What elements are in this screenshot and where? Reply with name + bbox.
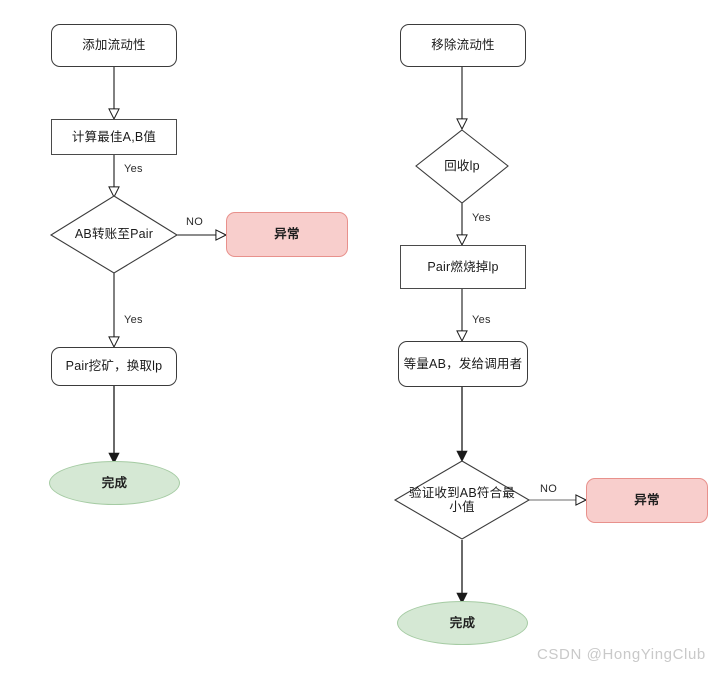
node-label: 完成 <box>449 615 476 630</box>
node-label: 验证收到AB符合最小值 <box>409 485 515 514</box>
edge-label-recycle-yes: Yes <box>472 212 491 224</box>
node-label: Pair燃烧掉lp <box>427 259 499 274</box>
node-label: AB转账至Pair <box>74 227 154 242</box>
node-ab-transfer-pair[interactable]: AB转账至Pair <box>51 196 177 273</box>
node-label: 移除流动性 <box>431 38 495 53</box>
edge-label-transfer-yes: Yes <box>124 314 143 326</box>
node-right-finish[interactable]: 完成 <box>397 601 528 645</box>
node-recycle-lp[interactable]: 回收lp <box>416 130 508 203</box>
edge-label-calc-yes: Yes <box>124 163 143 175</box>
node-label: 回收lp <box>444 159 480 174</box>
node-label: 添加流动性 <box>82 38 146 53</box>
node-equal-ab-send[interactable]: 等量AB，发给调用者 <box>398 341 528 387</box>
node-pair-mine-lp[interactable]: Pair挖矿，换取lp <box>51 347 177 386</box>
node-pair-burn-lp[interactable]: Pair燃烧掉lp <box>400 245 526 289</box>
edge-label-burn-yes: Yes <box>472 314 491 326</box>
edge-label-right-no: NO <box>540 483 558 495</box>
node-label: 计算最佳A,B值 <box>71 129 157 144</box>
node-remove-liquidity[interactable]: 移除流动性 <box>400 24 526 67</box>
node-label: 异常 <box>634 493 660 508</box>
node-left-exception[interactable]: 异常 <box>226 212 348 257</box>
node-label: 等量AB，发给调用者 <box>403 356 523 371</box>
node-left-finish[interactable]: 完成 <box>49 461 180 505</box>
edge-label-left-no: NO <box>186 216 204 228</box>
csdn-watermark: CSDN @HongYingClub <box>537 646 706 663</box>
node-verify-ab-min[interactable]: 验证收到AB符合最小值 <box>395 461 529 539</box>
node-right-exception[interactable]: 异常 <box>586 478 708 523</box>
node-label: Pair挖矿，换取lp <box>65 359 163 374</box>
node-calc-best-ab[interactable]: 计算最佳A,B值 <box>51 119 177 155</box>
node-add-liquidity[interactable]: 添加流动性 <box>51 24 177 67</box>
node-label: 完成 <box>101 475 128 490</box>
node-label: 异常 <box>274 227 300 242</box>
